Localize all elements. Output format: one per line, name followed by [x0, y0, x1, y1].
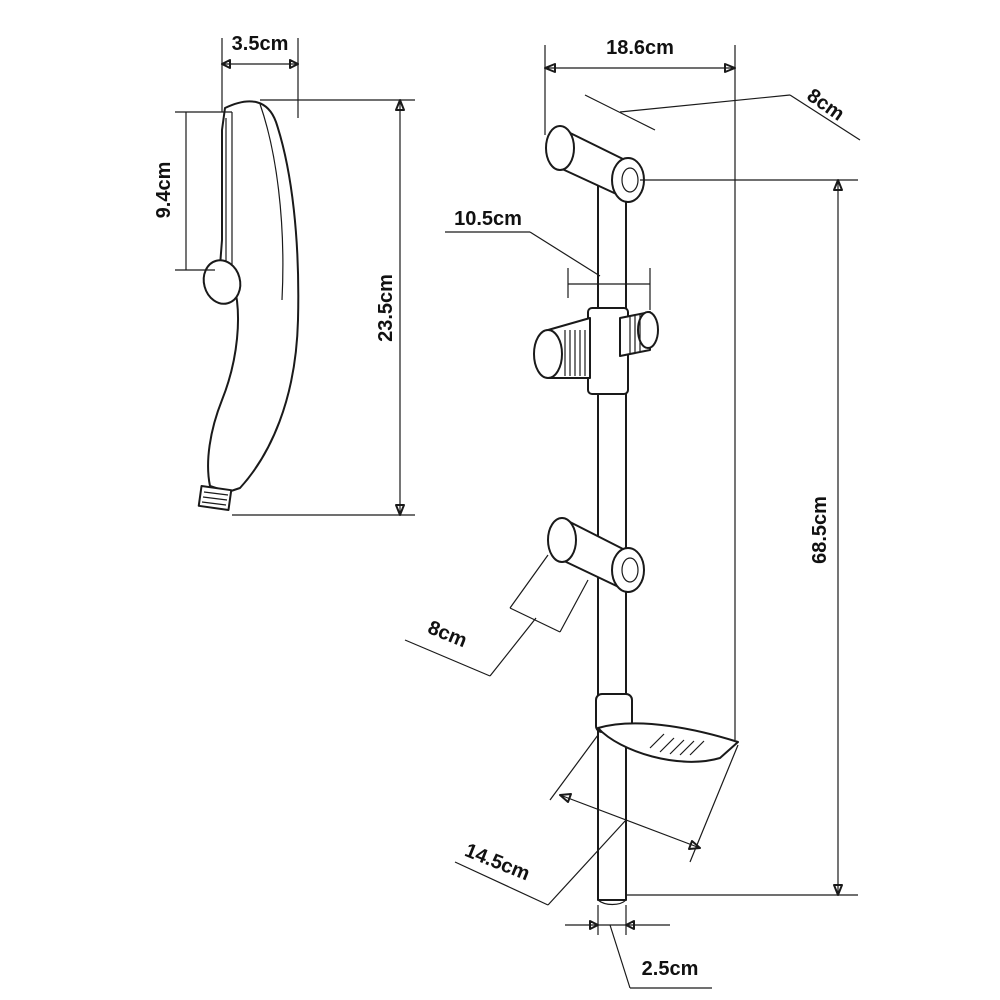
dim-lower-bracket: 8cm — [425, 617, 470, 652]
handset-body — [207, 100, 300, 493]
dim-handset-width: 3.5cm — [232, 33, 289, 55]
handset-dimensions: 3.5cm 9.4cm 23.5cm — [153, 33, 415, 516]
dim-slider-width: 10.5cm — [454, 208, 522, 230]
hand-shower — [197, 100, 300, 511]
rail-dimensions: 18.6cm 8cm 10.5cm 68.5cm 8cm 14.5cm — [404, 37, 861, 989]
dim-top-bracket: 8cm — [803, 85, 848, 126]
dim-handset-length: 23.5cm — [375, 274, 397, 342]
rail-tube — [597, 164, 627, 901]
slide-rail-kit — [533, 125, 739, 906]
soap-dish — [595, 693, 739, 763]
thread-lines — [201, 491, 229, 506]
dim-rail-height: 68.5cm — [809, 496, 831, 564]
dim-rail-span: 18.6cm — [606, 37, 674, 59]
adjustable-slider — [533, 307, 659, 395]
lower-wall-bracket — [547, 517, 645, 593]
top-wall-bracket — [545, 125, 645, 203]
dim-handset-head: 9.4cm — [153, 162, 175, 219]
dim-soap-dish: 14.5cm — [462, 840, 533, 886]
rail-bottom-cap — [597, 899, 627, 906]
dim-rail-diameter: 2.5cm — [642, 958, 699, 980]
handset-grip-loop — [202, 259, 242, 305]
handset-inner-curve — [259, 103, 284, 301]
